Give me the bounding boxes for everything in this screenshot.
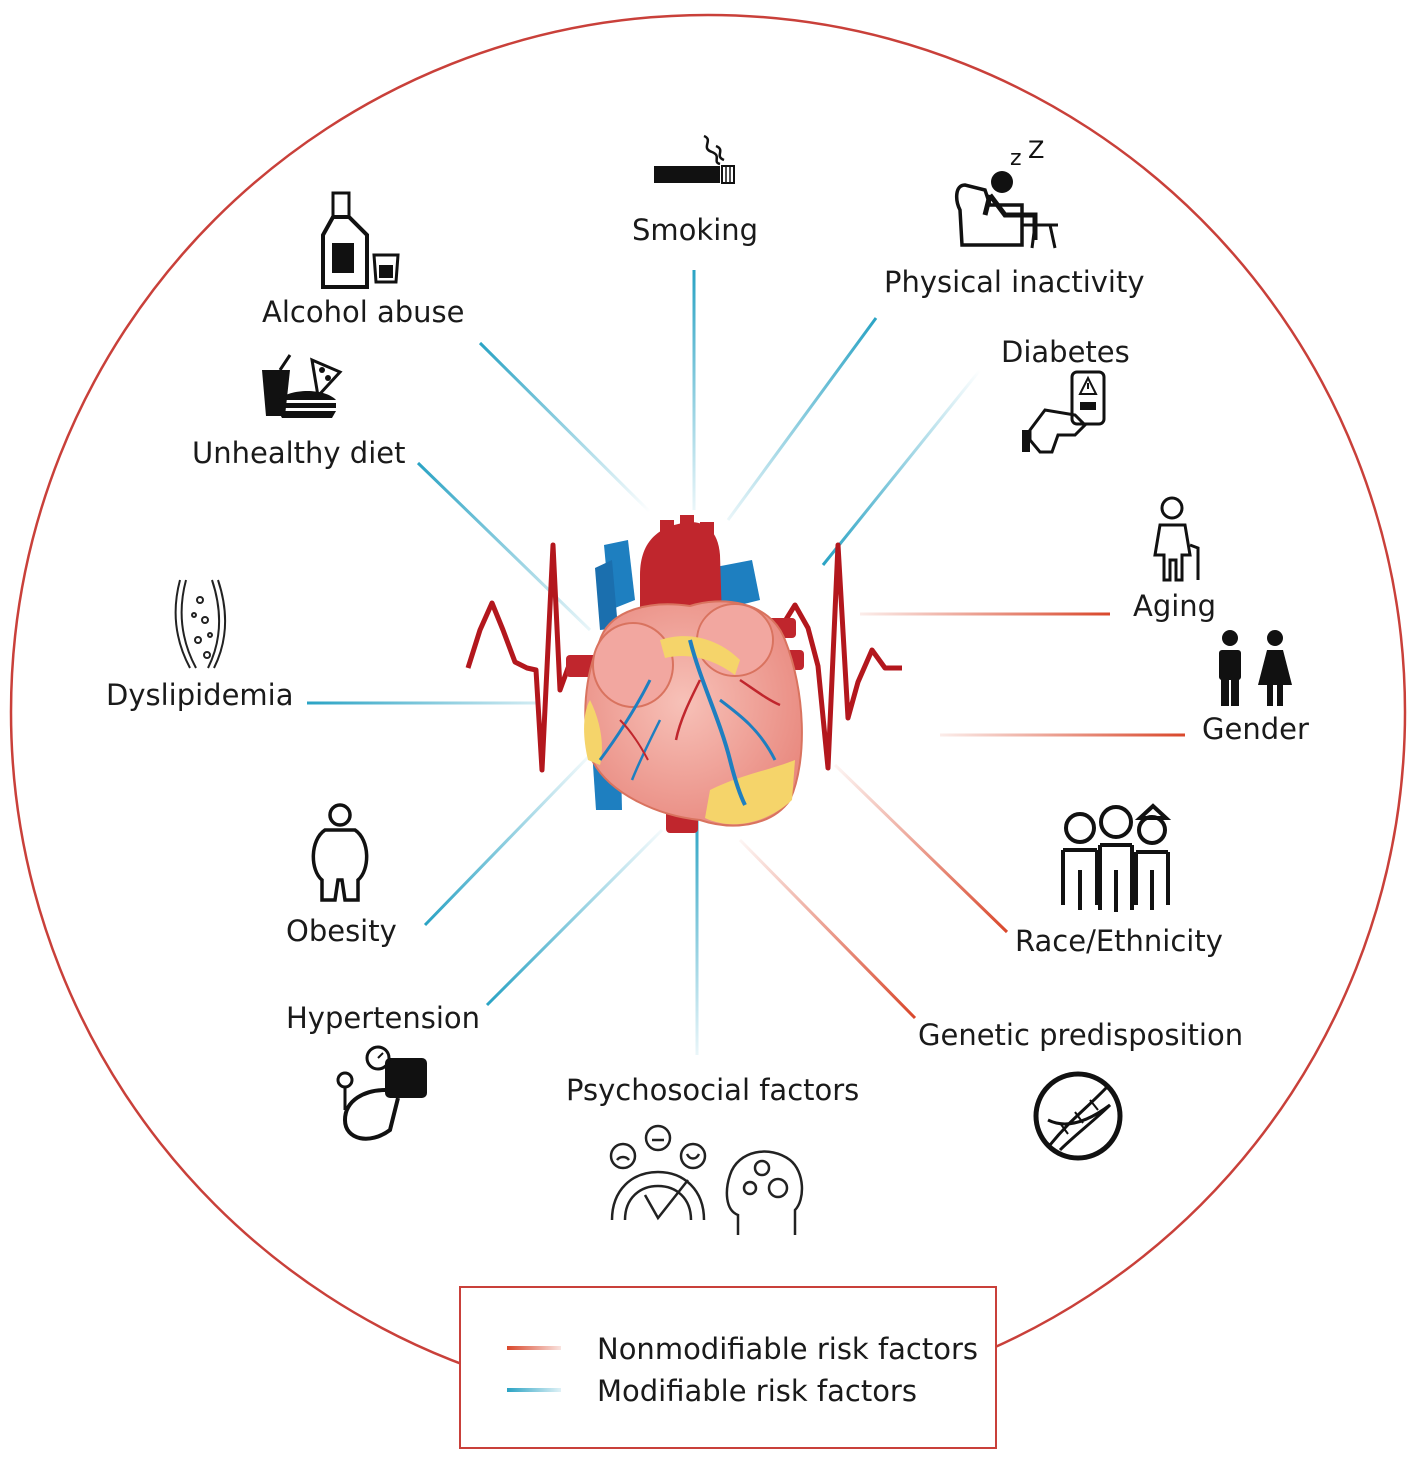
label-obesity: Obesity: [286, 914, 397, 948]
connector-obesity: [423, 753, 592, 927]
label-smoking: Smoking: [632, 213, 759, 247]
label-dyslipidemia: Dyslipidemia: [106, 678, 294, 712]
legend-swatch-nonmodifiable: [507, 1346, 561, 1350]
connector-genetic-predisposition: [738, 838, 917, 1020]
svg-text:z: z: [1010, 146, 1022, 171]
legend-label-modifiable: Modifiable risk factors: [597, 1374, 917, 1408]
bottle-and-glass-icon: [321, 191, 400, 289]
legend-label-nonmodifiable: Nonmodifiable risk factors: [597, 1332, 979, 1366]
connector-lines: [307, 270, 1185, 1055]
elderly-person-icon: [1153, 496, 1200, 582]
svg-text:Z: Z: [1028, 136, 1044, 164]
sleeping-in-armchair-icon: z Z: [954, 136, 1058, 249]
label-race-ethnicity: Race/Ethnicity: [1015, 924, 1223, 958]
label-unhealthy-diet: Unhealthy diet: [192, 436, 406, 470]
label-alcohol-abuse: Alcohol abuse: [262, 295, 465, 329]
label-hypertension: Hypertension: [286, 1001, 481, 1035]
heart-illustration: [566, 515, 804, 833]
connector-physical-inactivity: [726, 317, 878, 521]
connector-race-ethnicity: [833, 763, 1009, 934]
connector-unhealthy-diet: [416, 461, 592, 632]
legend-swatch-modifiable: [507, 1388, 561, 1392]
label-diabetes: Diabetes: [1001, 335, 1130, 369]
obese-person-icon: [311, 803, 369, 902]
connector-alcohol-abuse: [478, 341, 652, 514]
male-female-icon: [1219, 630, 1292, 706]
legend-item-nonmodifiable: Nonmodifiable risk factors: [461, 1328, 995, 1368]
connector-hypertension: [485, 828, 664, 1007]
cigarette-icon: [654, 134, 735, 184]
label-physical-inactivity: Physical inactivity: [884, 265, 1145, 299]
dna-icon: [1033, 1071, 1123, 1161]
label-gender: Gender: [1202, 712, 1309, 746]
legend: Nonmodifiable risk factors Modifiable ri…: [459, 1286, 997, 1449]
blood-vessel-plaque-icon: [174, 579, 226, 669]
label-psychosocial-factors: Psychosocial factors: [566, 1073, 860, 1107]
blood-pressure-cuff-icon: [336, 1045, 427, 1141]
fast-food-icon: [262, 354, 343, 418]
diverse-people-icon: [1061, 803, 1172, 912]
mood-meter-and-mind-icon: [609, 1124, 804, 1235]
glucose-meter-icon: [1022, 370, 1106, 454]
label-genetic-predisposition: Genetic predisposition: [918, 1018, 1244, 1052]
label-aging: Aging: [1133, 589, 1217, 623]
connector-diabetes: [821, 369, 982, 566]
legend-item-modifiable: Modifiable risk factors: [461, 1370, 995, 1410]
